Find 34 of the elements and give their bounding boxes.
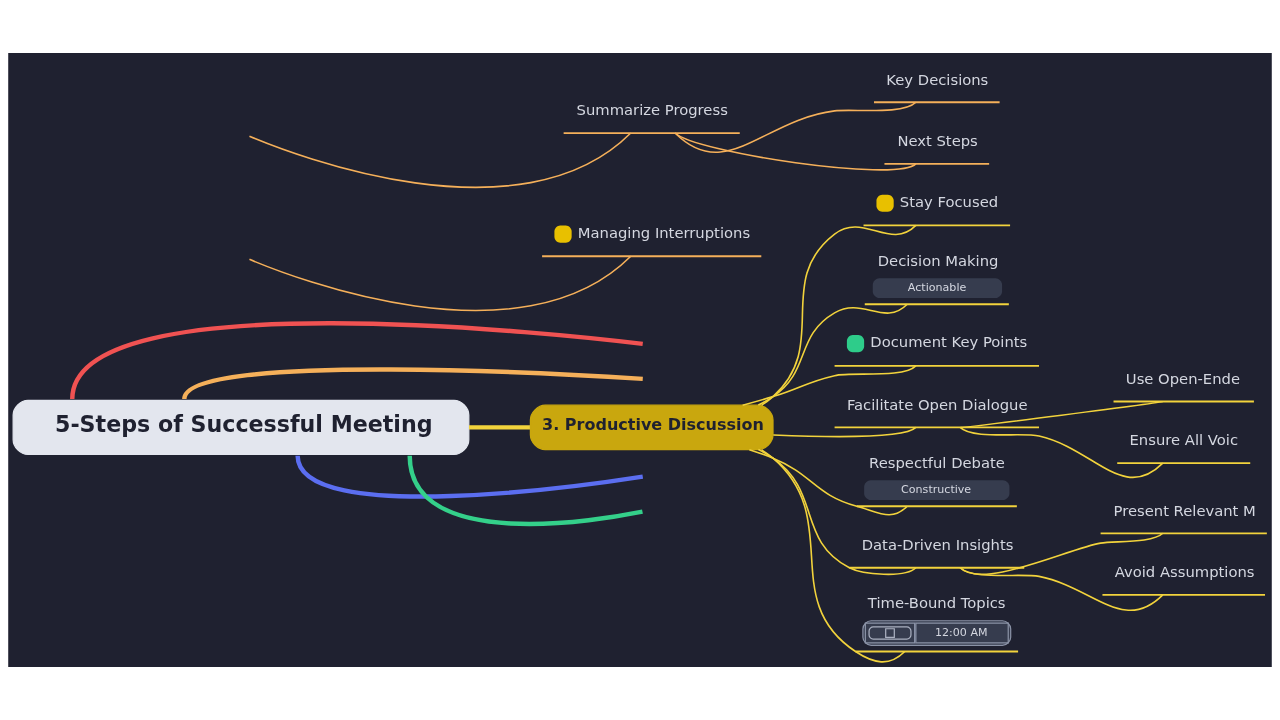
connector [757, 303, 909, 406]
connector [674, 101, 917, 153]
node-text: Present Relevant M [1113, 501, 1256, 519]
connector [469, 425, 530, 430]
connector [70, 321, 643, 400]
connector [407, 455, 643, 527]
node-box: 3. Productive Discussion [529, 404, 774, 451]
connector [959, 400, 1164, 429]
node-text: Key Decisions [886, 70, 989, 88]
connector [741, 365, 917, 406]
node-label: Respectful Debate [869, 453, 1005, 471]
node-text: Data-Driven Insights [861, 536, 1014, 554]
connector [248, 255, 632, 311]
connector [959, 426, 1164, 479]
node-text: Ensure All Voic [1129, 431, 1239, 449]
connector [757, 448, 917, 576]
node-label: Decision Making [877, 251, 999, 269]
node-text: Facilitate Open Dialogue [846, 395, 1028, 413]
connector [959, 532, 1164, 575]
connector [182, 367, 643, 401]
node-label: Time-Bound Topics [867, 593, 1006, 611]
connector [772, 426, 917, 438]
connector [760, 224, 917, 406]
node-text: Avoid Assumptions [1114, 563, 1255, 581]
connector [295, 454, 644, 499]
connector [959, 567, 1164, 611]
connector [748, 448, 909, 516]
node-text: Summarize Progress [576, 101, 728, 119]
node-box: 5-Steps of Successful Meeting [12, 399, 470, 456]
node-text: Next Steps [897, 132, 978, 150]
connector [760, 449, 906, 663]
node-text: Use Open-Ende [1125, 369, 1241, 387]
connector [674, 132, 917, 171]
connector [248, 132, 632, 188]
